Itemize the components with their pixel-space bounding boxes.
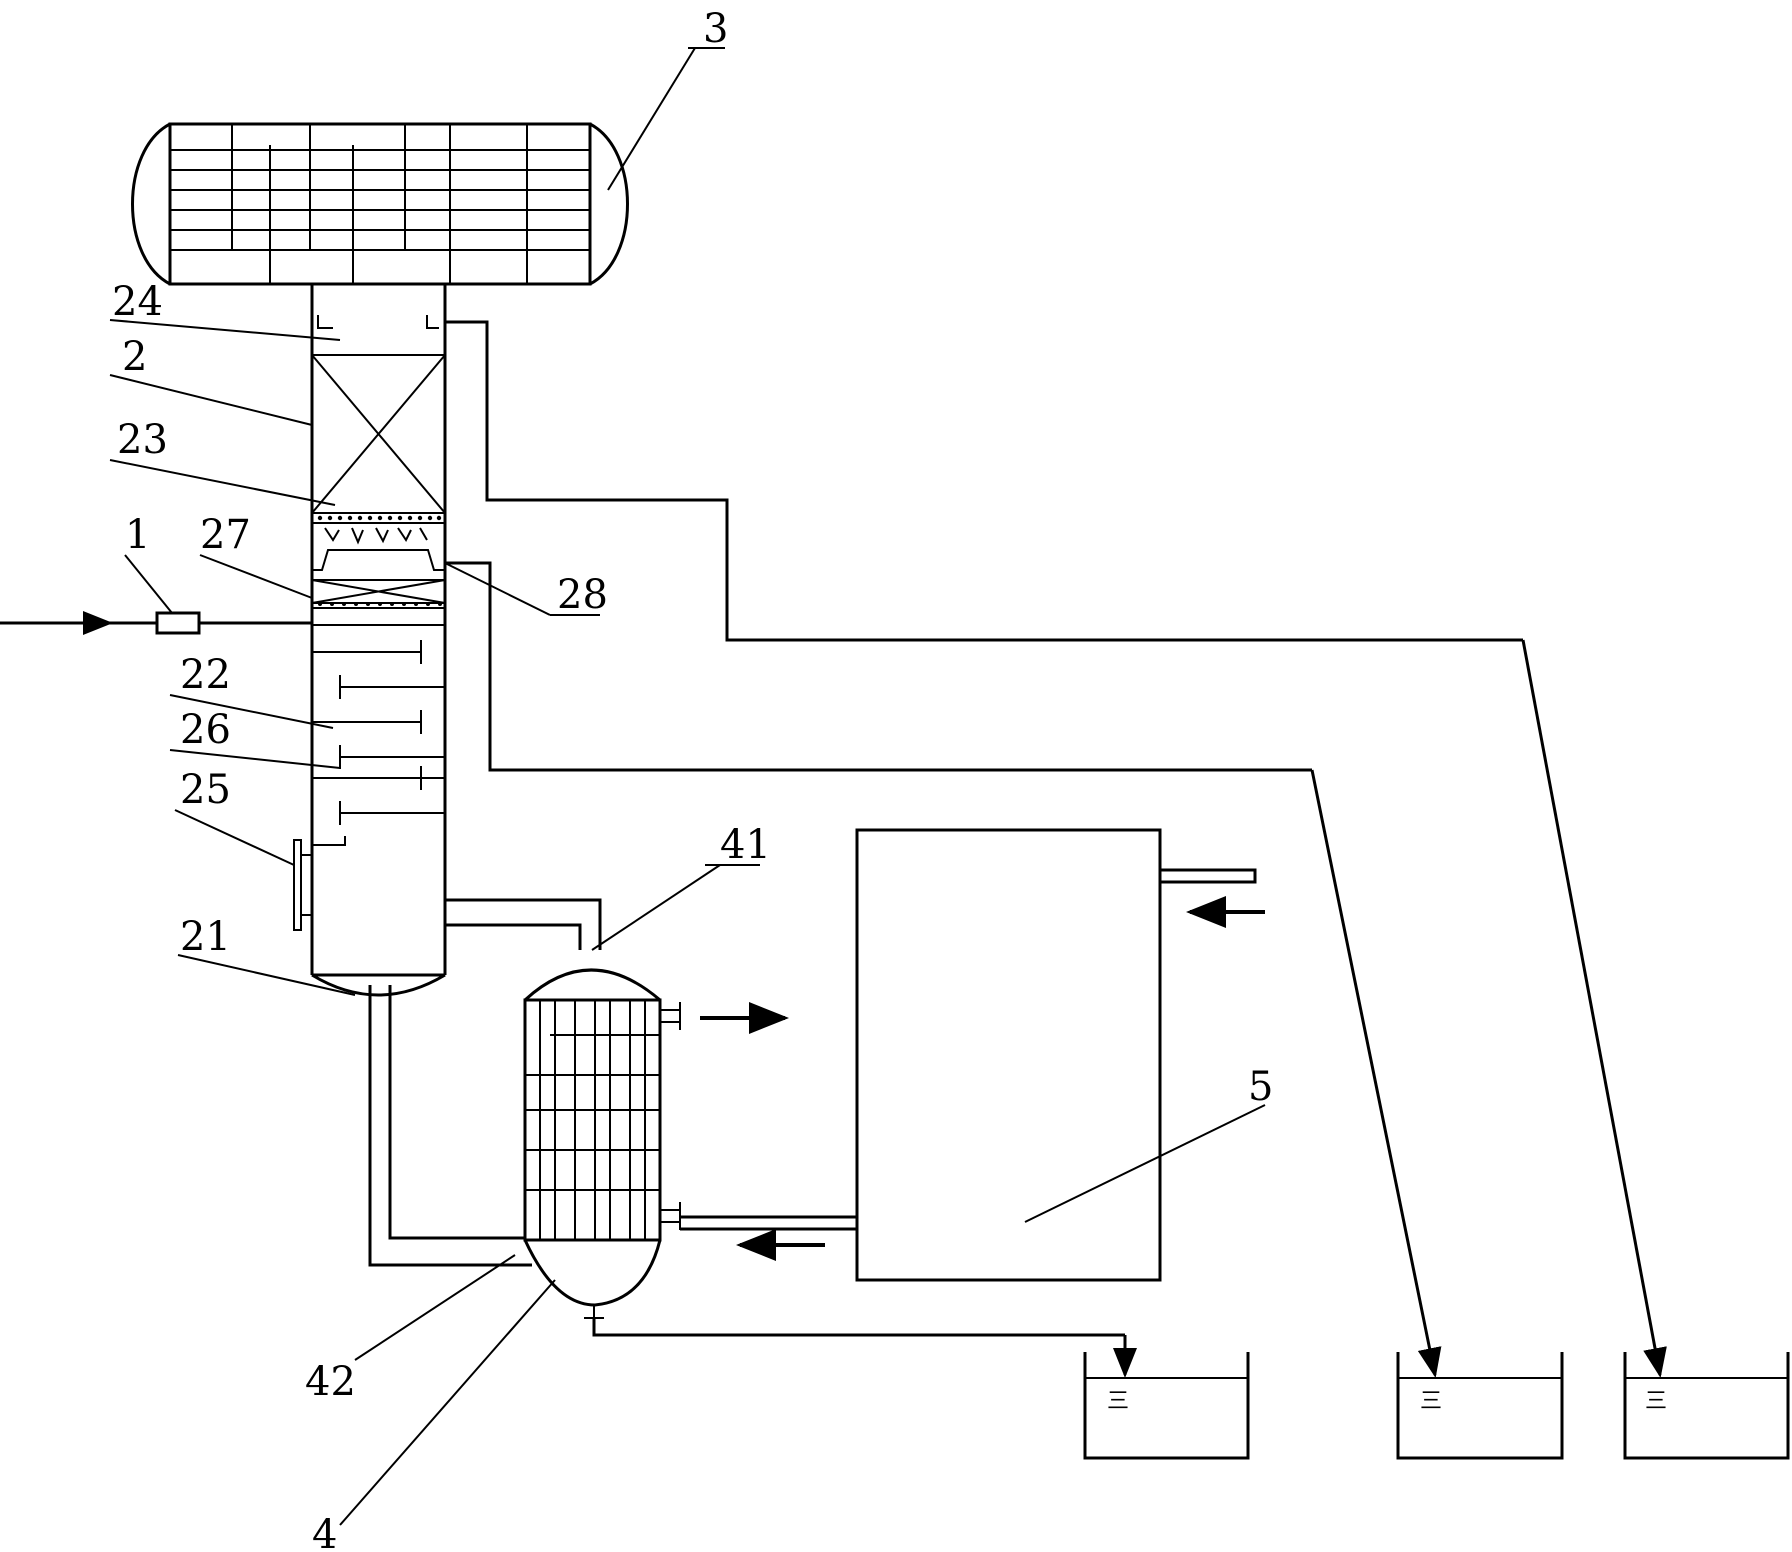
label-41: 41	[720, 822, 771, 868]
label-27: 27	[200, 512, 251, 558]
sight-glass-25	[293, 839, 312, 931]
label-25: 25	[180, 767, 231, 813]
tank-middle: 三	[1396, 1352, 1564, 1460]
leader-lines	[109, 47, 1266, 1526]
label-21: 21	[180, 914, 231, 960]
side-draw-pipe	[445, 561, 1442, 1378]
tank-left: 三	[1083, 1352, 1250, 1460]
overhead-pipe	[445, 320, 1667, 1378]
collection-tray-28	[312, 549, 445, 571]
reboiler-4	[523, 968, 681, 1319]
packing-23	[311, 354, 446, 545]
packing-27	[311, 579, 446, 609]
flow-arrows	[700, 896, 1265, 1261]
feed-line	[0, 611, 312, 635]
label-28: 28	[557, 572, 608, 618]
label-5: 5	[1248, 1064, 1273, 1110]
component-labels: 3 24 2 23 1 27 28 22 26 25 21 41 5 42 4	[112, 6, 1273, 1552]
tank-symbol: 三	[1420, 1389, 1442, 1414]
tank-right: 三	[1623, 1352, 1790, 1460]
top-distributor-24	[317, 315, 439, 329]
label-3: 3	[703, 6, 728, 52]
label-23: 23	[117, 417, 168, 463]
feed-meter-1	[155, 611, 201, 635]
trays-22	[312, 624, 445, 846]
tank-symbol: 三	[1645, 1389, 1667, 1414]
tank-symbol: 三	[1107, 1389, 1129, 1414]
perforation-dots	[317, 515, 442, 521]
column-2	[310, 284, 447, 997]
label-4: 4	[312, 1512, 337, 1552]
heat-source-5	[680, 828, 1257, 1282]
label-1: 1	[125, 512, 150, 558]
vapor-pipe	[445, 898, 602, 950]
bottoms-pipe	[368, 985, 532, 1267]
label-42: 42	[305, 1359, 356, 1405]
label-22: 22	[180, 652, 231, 698]
condenser-3	[131, 122, 629, 286]
label-2: 2	[122, 334, 147, 380]
label-24: 24	[112, 279, 163, 325]
drain-pipe	[592, 1318, 1137, 1378]
label-26: 26	[180, 707, 231, 753]
